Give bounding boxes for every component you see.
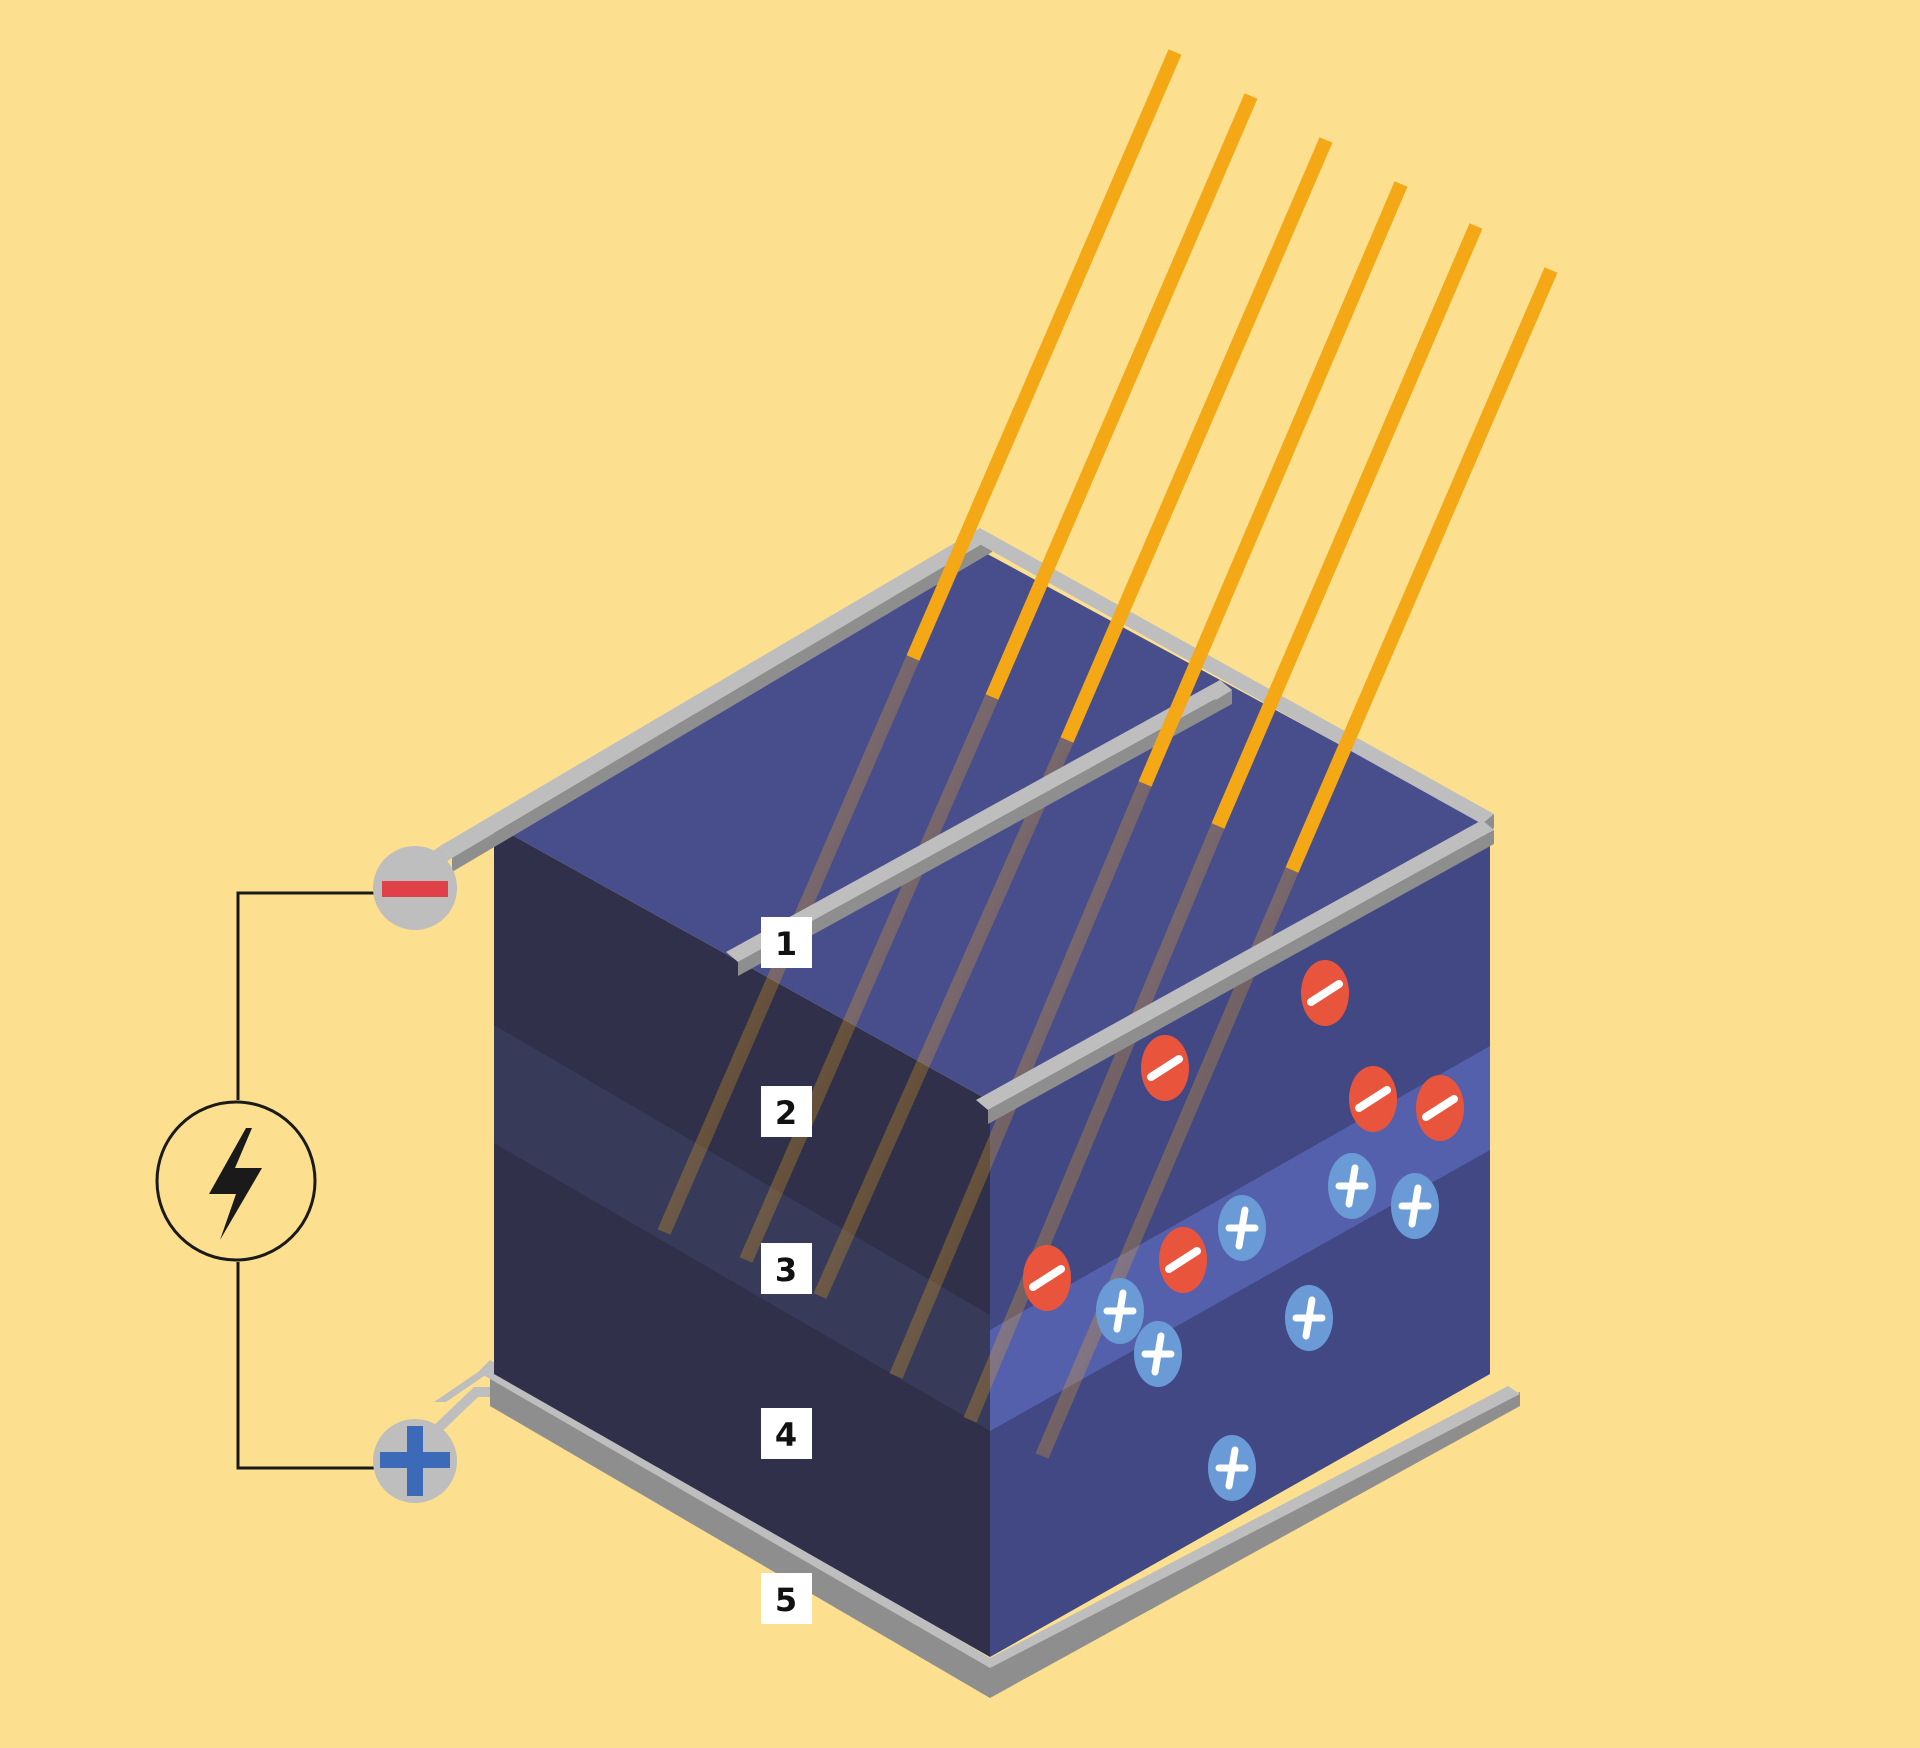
minus-icon — [1165, 1247, 1201, 1273]
minus-icon — [1422, 1095, 1458, 1121]
minus-icon — [1355, 1086, 1391, 1112]
incoming-light-rays — [906, 49, 1558, 873]
minus-icon — [382, 881, 448, 897]
bottom-contact — [426, 1360, 1520, 1698]
electron — [1416, 1075, 1464, 1141]
hole — [1285, 1285, 1333, 1351]
negative-terminal — [373, 846, 457, 930]
layer-label-3: 3 — [761, 1243, 812, 1294]
positive-terminal — [373, 1419, 457, 1503]
minus-icon — [1307, 980, 1343, 1006]
plus-icon — [1215, 1446, 1249, 1490]
electrons — [1023, 960, 1464, 1311]
layer-labels: 1 2 3 4 5 — [761, 917, 812, 1624]
layer-label-5-text: 5 — [775, 1581, 797, 1619]
plus-icon — [1225, 1206, 1259, 1250]
plus-icon — [380, 1426, 450, 1496]
hole — [1096, 1278, 1144, 1344]
power-source — [155, 1100, 317, 1262]
electron — [1301, 960, 1349, 1026]
electron — [1349, 1066, 1397, 1132]
layer-label-4: 4 — [761, 1408, 812, 1459]
cell-front-face — [494, 825, 990, 1657]
plus-icon — [1335, 1164, 1369, 1208]
minus-icon — [1147, 1055, 1183, 1081]
top-contact-grid — [418, 528, 1494, 1124]
external-circuit — [155, 891, 376, 1470]
plus-icon — [1398, 1184, 1432, 1228]
plus-icon — [1103, 1289, 1137, 1333]
hole — [1134, 1321, 1182, 1387]
minus-icon — [1029, 1265, 1065, 1291]
layer-label-1: 1 — [761, 917, 812, 968]
hole — [1328, 1153, 1376, 1219]
electron — [1159, 1227, 1207, 1293]
layer-label-3-text: 3 — [775, 1251, 797, 1289]
holes — [1096, 1153, 1439, 1501]
hole — [1208, 1435, 1256, 1501]
hole — [1391, 1173, 1439, 1239]
layer-label-2: 2 — [761, 1086, 812, 1137]
electron — [1023, 1245, 1071, 1311]
layer-label-2-text: 2 — [775, 1094, 797, 1132]
layer-label-1-text: 1 — [775, 925, 797, 963]
hole — [1218, 1195, 1266, 1261]
lightning-bolt-icon — [209, 1128, 262, 1240]
layer-label-5: 5 — [761, 1573, 812, 1624]
plus-icon — [1292, 1296, 1326, 1340]
junction-band-front — [494, 1025, 990, 1431]
plus-icon — [1141, 1332, 1175, 1376]
layer-label-4-text: 4 — [775, 1416, 797, 1454]
electron — [1141, 1035, 1189, 1101]
